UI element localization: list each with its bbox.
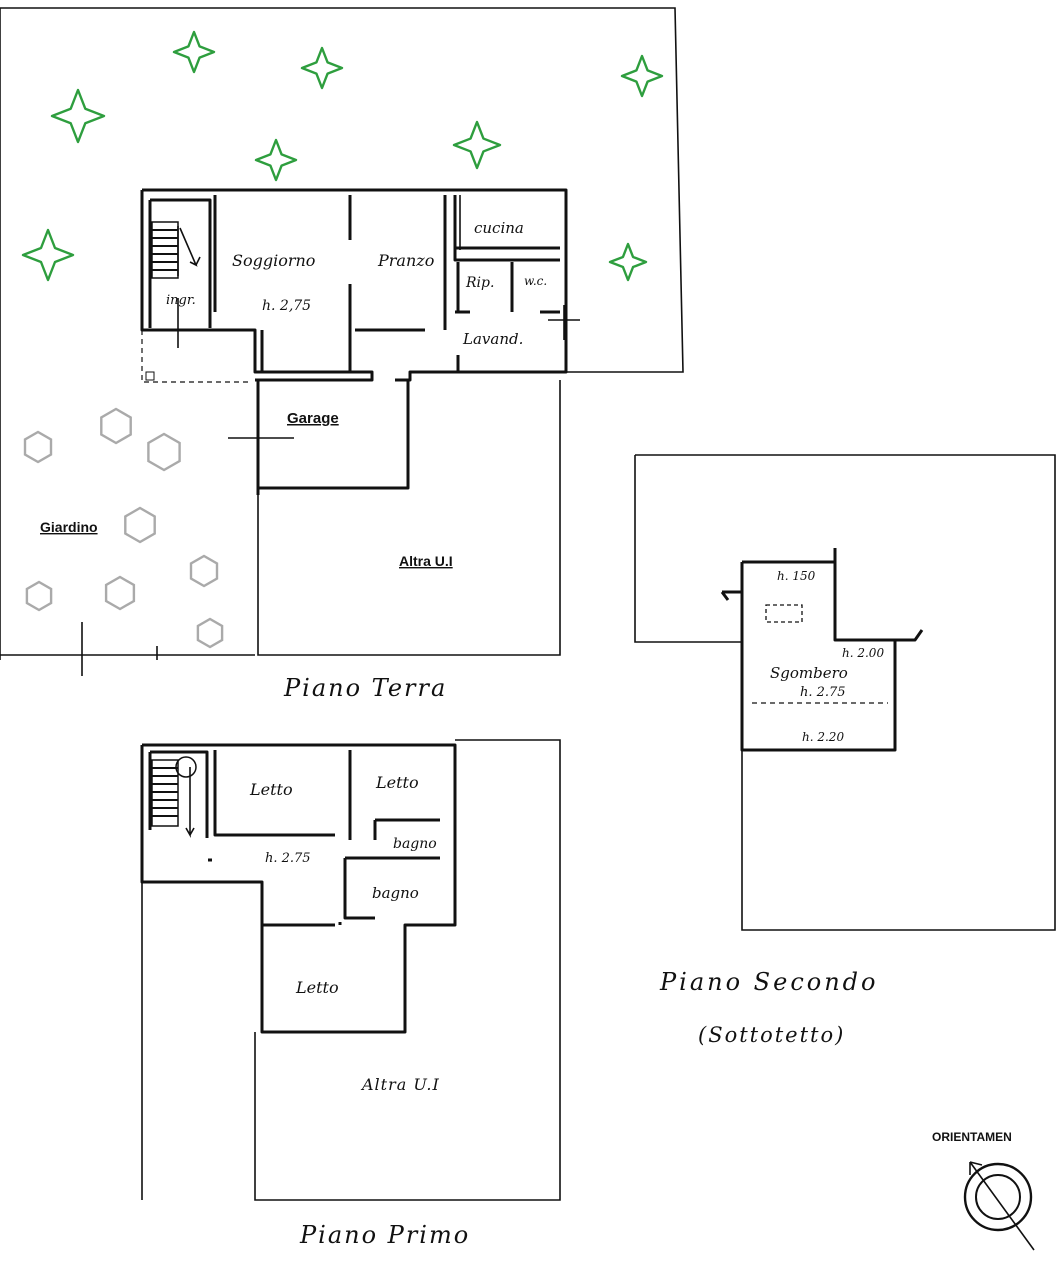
tree-icon (50, 88, 106, 144)
ground-porch-dashed (141, 330, 250, 383)
garden-trees (21, 30, 664, 282)
label-h275: h. 2.75 (800, 685, 846, 700)
first-house-walls (140, 743, 457, 1034)
room-cucina: cucina (474, 219, 524, 237)
room-bagno-1: bagno (393, 836, 437, 852)
tree-icon (21, 228, 75, 282)
orientation-compass-icon: ORIENTAMEN (932, 1130, 1035, 1251)
label-ground-altra-ui: Altra U.I (399, 553, 453, 569)
shrub-icon (25, 580, 53, 612)
room-bagno-2: bagno (372, 884, 419, 902)
tree-icon (172, 30, 216, 74)
room-pranzo: Pranzo (377, 251, 434, 270)
ground-other-unit-outline (257, 380, 561, 656)
label-first-altra-ui: Altra U.I (360, 1075, 440, 1094)
garden-shrubs (23, 407, 224, 649)
tree-icon (452, 120, 502, 170)
first-stairs-icon (151, 756, 197, 839)
label-h200: h. 2.00 (842, 646, 884, 660)
title-piano-secondo: Piano Secondo (659, 968, 878, 996)
title-piano-primo: Piano Primo (299, 1221, 470, 1249)
room-soggiorno: Soggiorno (232, 251, 315, 270)
first-ceiling-height: h. 2.75 (265, 851, 311, 866)
tree-icon (300, 46, 344, 90)
room-letto-3: Letto (295, 978, 339, 997)
room-wc: w.c. (524, 274, 547, 288)
room-rip: Rip. (465, 275, 494, 291)
shrub-icon (104, 575, 136, 611)
ground-stairs-icon (151, 221, 201, 279)
second-floor-plan: h. 150 h. 2.00 Sgombero h. 2.75 h. 2.20 … (634, 454, 1056, 1047)
ground-ceiling-height: h. 2,75 (262, 298, 311, 314)
title-piano-terra: Piano Terra (283, 674, 447, 702)
tree-icon (608, 242, 648, 282)
room-sgombero: Sgombero (770, 664, 848, 682)
room-lavanderia: Lavand. (462, 330, 523, 348)
shrub-icon (147, 432, 181, 472)
first-other-unit-outline (141, 739, 561, 1201)
second-roof-outline (634, 454, 1056, 931)
first-floor-plan: Letto Letto Letto bagno bagno h. 2.75 Al… (140, 739, 561, 1249)
subtitle-sottotetto: (Sottotetto) (698, 1023, 845, 1047)
ground-floor-plan: Soggiorno Pranzo cucina Rip. w.c. Lavand… (0, 7, 684, 702)
label-h220: h. 2.20 (802, 730, 844, 744)
room-letto-1: Letto (249, 780, 293, 799)
shrub-icon (124, 506, 156, 544)
tree-icon (254, 138, 298, 182)
shrub-icon (196, 617, 224, 649)
label-giardino: Giardino (40, 519, 98, 535)
label-garage: Garage (287, 410, 339, 427)
lot-boundary (0, 7, 684, 660)
room-ingresso: ingr. (166, 293, 196, 308)
shrub-icon (100, 407, 132, 445)
tree-icon (620, 54, 664, 98)
shrub-icon (23, 430, 53, 464)
label-orientamento: ORIENTAMEN (932, 1130, 1012, 1144)
label-h150: h. 150 (777, 569, 816, 583)
shrub-icon (189, 554, 219, 588)
room-letto-2: Letto (375, 773, 419, 792)
second-attic-walls (720, 548, 924, 752)
